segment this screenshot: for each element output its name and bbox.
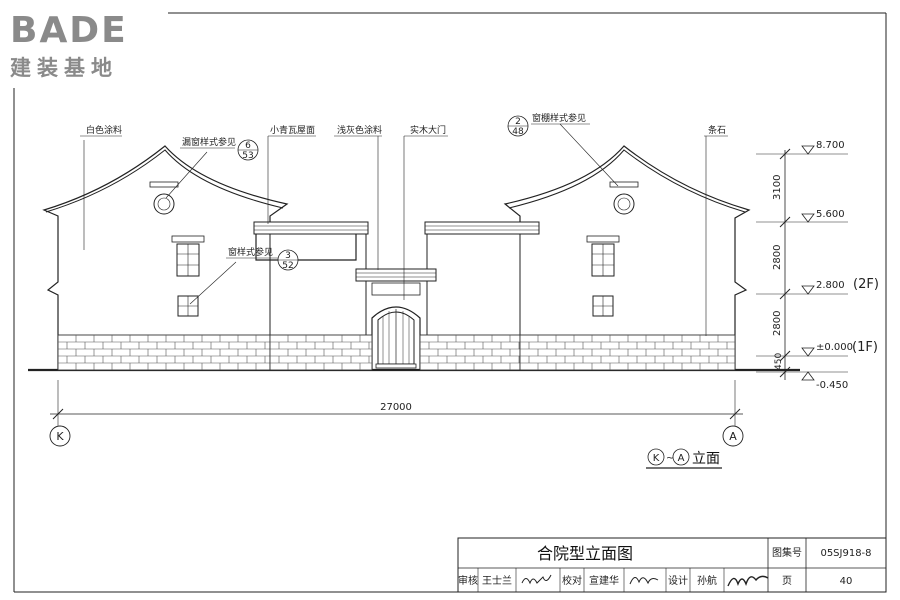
- logo-brand-text: BADE: [10, 10, 128, 51]
- view-from-label: K: [653, 453, 660, 464]
- segment-3100: 3100: [772, 175, 783, 200]
- level-0000: ±0.000: [816, 342, 853, 353]
- label-small-tile-roof: 小青瓦屋面: [270, 124, 315, 136]
- leak-window-ref-bottom: 53: [242, 151, 253, 161]
- leader-lines: [80, 123, 728, 336]
- checker-signature: [629, 577, 659, 585]
- page-number: 40: [840, 576, 853, 587]
- segment-2800-upper: 2800: [772, 245, 783, 270]
- brick-band: [519, 334, 736, 371]
- checker-name: 宣建华: [589, 574, 619, 587]
- reviewer-name: 王士兰: [482, 574, 512, 587]
- segment-2800-lower: 2800: [772, 311, 783, 336]
- brick-base: [57, 334, 736, 371]
- detail-callout-window-grille: 2 48: [507, 115, 529, 137]
- overall-dimension: 27000: [50, 380, 743, 426]
- design-label: 设计: [668, 574, 688, 587]
- detail-callout-leak-window: 6 53: [237, 139, 259, 161]
- label-wood-door: 实木大门: [410, 124, 446, 136]
- detail-callout-window-style: 3 52: [277, 249, 299, 271]
- drawing-title: 合院型立面图: [537, 544, 633, 563]
- window-style-ref-bottom: 52: [282, 261, 293, 271]
- segment-450: 450: [774, 353, 784, 370]
- window-grille-ref-bottom: 48: [512, 127, 524, 137]
- floor-2f: (2F): [853, 277, 879, 292]
- view-title-label: 立面: [692, 451, 720, 467]
- axis-bubble-k: K: [49, 425, 71, 447]
- logo-tagline: 建装基地: [10, 56, 118, 80]
- window-style-ref-top: 3: [285, 251, 291, 261]
- designer-signature: [727, 575, 769, 587]
- label-light-gray-paint: 浅灰色涂料: [337, 124, 382, 136]
- annotations: 白色涂料 漏窗样式参见 6 53 小青瓦屋面 浅灰色涂料 实木大门 2 48 窗…: [86, 112, 726, 271]
- level-5600: 5.600: [816, 209, 845, 220]
- label-window-grille: 窗棚样式参见: [532, 112, 586, 124]
- label-stone-strip: 条石: [708, 124, 726, 136]
- central-gate: [355, 268, 437, 370]
- elevation-markers: 8.700 5.600 2.800 (2F) ±0.000 (1F) -0.45…: [756, 140, 879, 391]
- view-title: K ~ A 立面: [646, 448, 722, 469]
- axis-bubble-a: A: [722, 425, 744, 447]
- designer-name: 孙航: [697, 574, 717, 587]
- brick-band: [57, 334, 271, 371]
- view-to-label: A: [678, 453, 685, 464]
- floor-1f: (1F): [852, 340, 878, 355]
- title-block: 合院型立面图 图集号 05SJ918-8 审核 王士兰 校对 宣建华 设计 孙航…: [457, 537, 887, 593]
- window-grille-ref-top: 2: [515, 117, 521, 127]
- brand-logo: BADE 建装基地: [10, 10, 128, 80]
- review-label: 审核: [458, 574, 478, 587]
- label-white-paint: 白色涂料: [86, 124, 122, 136]
- level-8700: 8.700: [816, 140, 845, 151]
- level-2800: 2.800: [816, 280, 845, 291]
- reviewer-signature: [521, 574, 552, 585]
- atlas-number: 05SJ918-8: [820, 548, 871, 559]
- leak-window-ref-top: 6: [245, 141, 251, 151]
- page-label: 页: [782, 575, 792, 587]
- right-building: [424, 145, 751, 370]
- level-minus-450: -0.450: [816, 380, 848, 391]
- dimension-27000: 27000: [380, 402, 412, 413]
- label-leak-window: 漏窗样式参见: [182, 136, 236, 148]
- view-sep: ~: [666, 453, 674, 464]
- check-label: 校对: [562, 574, 582, 587]
- axis-k-label: K: [56, 430, 64, 443]
- brick-band: [269, 334, 373, 371]
- axis-a-label: A: [729, 430, 737, 443]
- sheet-border: [13, 12, 887, 593]
- label-window-style: 窗样式参见: [228, 246, 273, 258]
- atlas-label: 图集号: [772, 546, 802, 559]
- brick-band: [419, 334, 521, 371]
